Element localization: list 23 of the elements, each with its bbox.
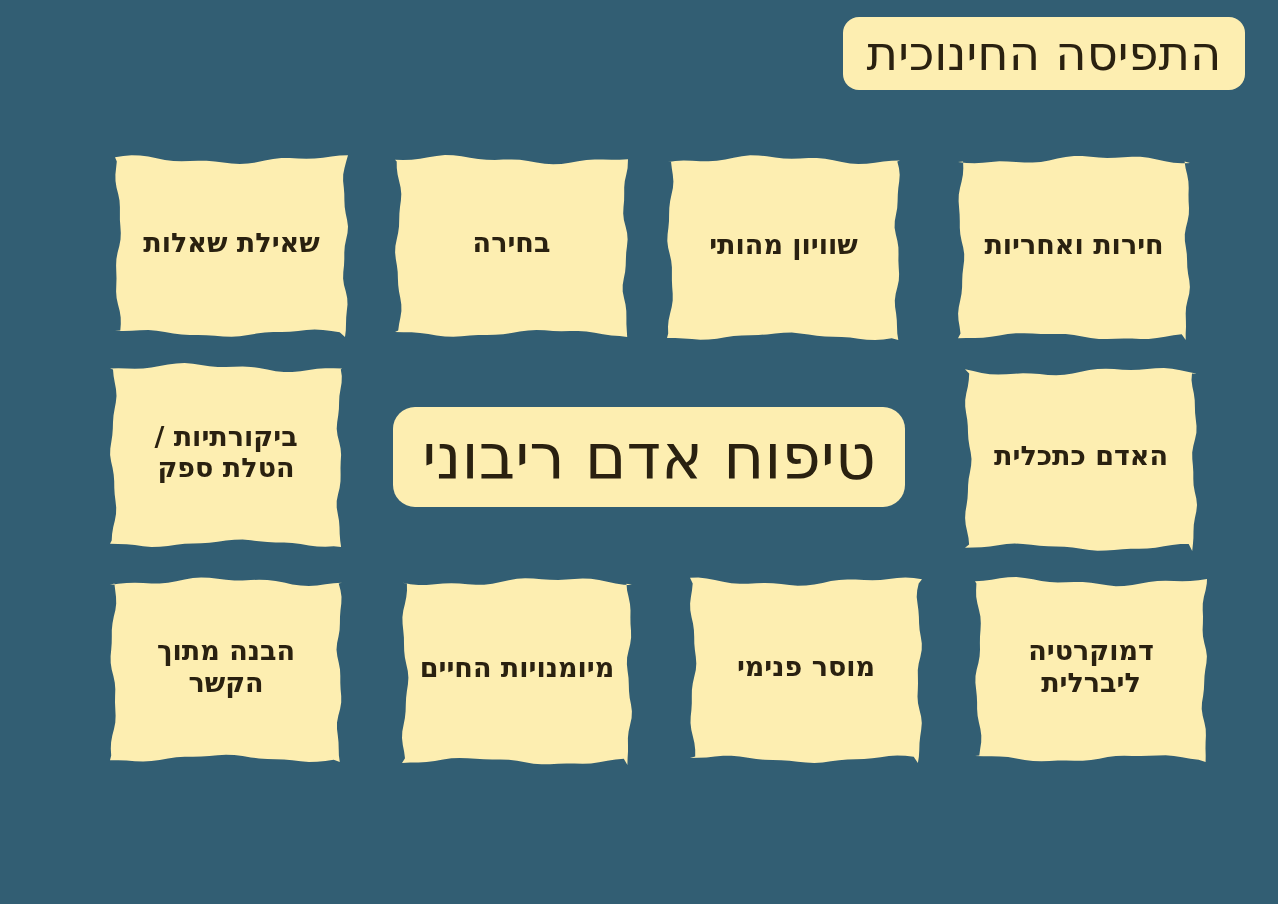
paper-note — [110, 363, 342, 547]
paper-note — [395, 155, 628, 337]
paper-note — [667, 155, 900, 340]
note-text: מוסר פנימי — [736, 651, 876, 683]
note-text: האדם כתכלית — [994, 440, 1169, 472]
paper-note — [110, 577, 342, 762]
note-text: שוויון מהותי — [709, 228, 858, 260]
paper-note — [690, 577, 922, 763]
paper-note — [115, 155, 348, 337]
paper-note — [975, 577, 1207, 762]
note-text: מיומנויות החיים — [419, 652, 615, 684]
rounded-box — [393, 407, 905, 507]
central-heading: טיפוח אדם ריבוני — [422, 422, 876, 492]
note-text: דמוקרטיה ליברלית — [1027, 635, 1155, 698]
paper-note — [402, 577, 632, 765]
note-text: הבנה מתוך הקשר — [155, 635, 296, 698]
paper-note — [965, 367, 1197, 551]
paper-note — [958, 155, 1190, 340]
title: התפיסה החינוכית — [843, 17, 1245, 90]
note-text: חירות ואחריות — [984, 228, 1164, 260]
note-text: שאילת שאלות — [143, 227, 320, 259]
note-text: בחירה — [472, 227, 551, 259]
note-text: ביקורתיות / הטלת ספק — [153, 420, 299, 484]
